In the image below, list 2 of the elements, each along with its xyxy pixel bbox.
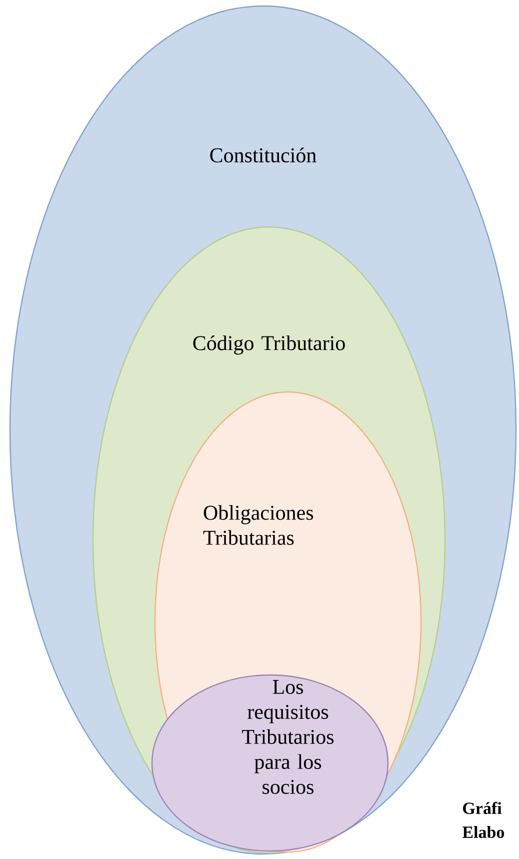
caption-text: Gráfi <box>463 802 502 814</box>
caption-text: Elabo <box>462 826 504 838</box>
